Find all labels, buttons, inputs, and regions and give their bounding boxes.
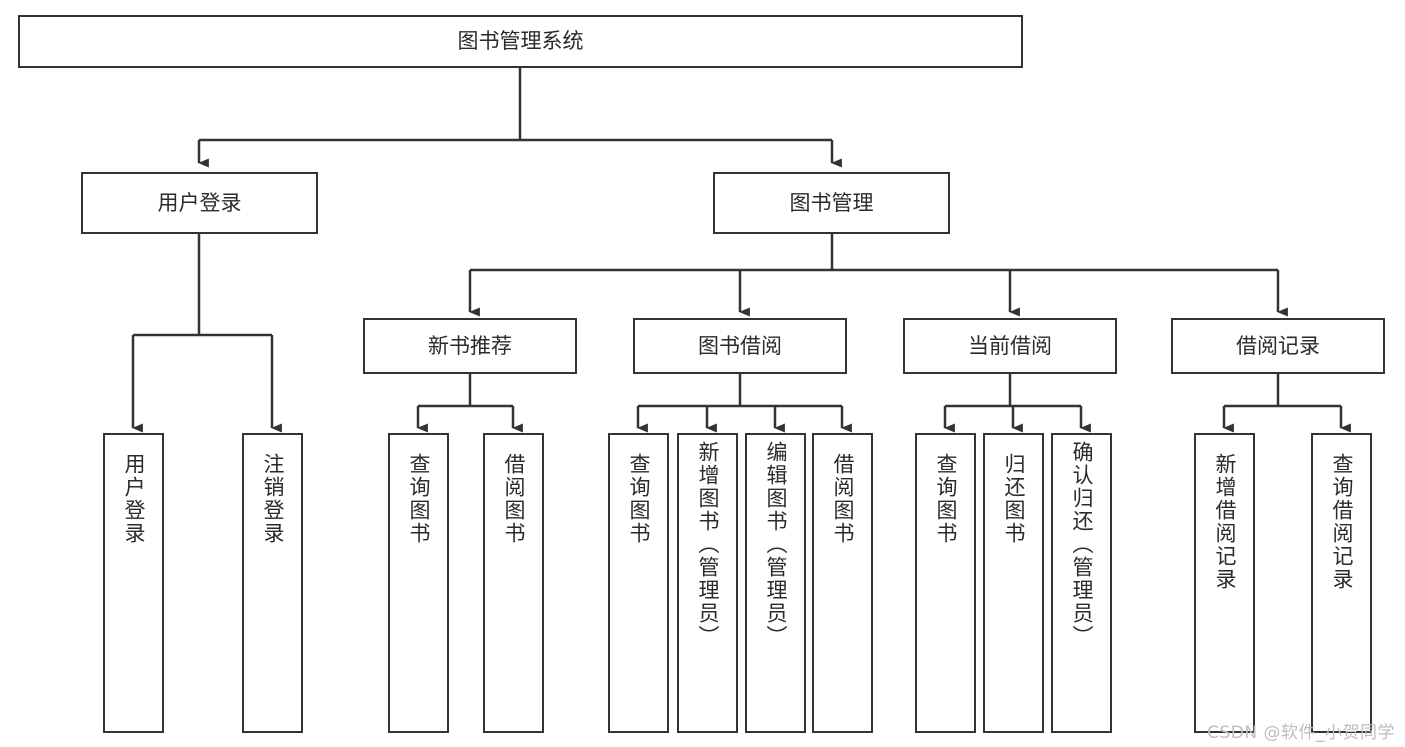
node-current-borrow-label: 当前借阅 — [968, 333, 1052, 358]
node-leaf-edit-book[interactable]: 编辑图书（管理员） — [745, 433, 806, 733]
node-leaf-borrow-book-2-label: 借阅图书 — [831, 453, 855, 545]
node-new-book-rec-label: 新书推荐 — [428, 333, 512, 358]
node-borrow-record-label: 借阅记录 — [1236, 333, 1320, 358]
node-user-login-label: 用户登录 — [157, 190, 242, 215]
node-leaf-query-book-1-label: 查询图书 — [407, 453, 431, 545]
node-leaf-query-book-2[interactable]: 查询图书 — [608, 433, 669, 733]
node-book-borrow[interactable]: 图书借阅 — [633, 318, 847, 374]
node-leaf-add-book[interactable]: 新增图书（管理员） — [677, 433, 738, 733]
node-leaf-edit-book-label: 编辑图书（管理员） — [764, 441, 788, 648]
node-leaf-user-logout-label: 注销登录 — [261, 453, 285, 545]
node-leaf-user-login[interactable]: 用户登录 — [103, 433, 164, 733]
node-leaf-query-book-3[interactable]: 查询图书 — [915, 433, 976, 733]
node-leaf-confirm-return[interactable]: 确认归还（管理员） — [1051, 433, 1112, 733]
node-leaf-query-book-1[interactable]: 查询图书 — [388, 433, 449, 733]
node-book-manage[interactable]: 图书管理 — [713, 172, 950, 234]
node-leaf-return-book-label: 归还图书 — [1002, 453, 1026, 545]
node-leaf-borrow-book-1-label: 借阅图书 — [502, 453, 526, 545]
node-leaf-add-record[interactable]: 新增借阅记录 — [1194, 433, 1255, 733]
node-borrow-record[interactable]: 借阅记录 — [1171, 318, 1385, 374]
node-root-label: 图书管理系统 — [457, 29, 584, 54]
node-leaf-user-logout[interactable]: 注销登录 — [242, 433, 303, 733]
node-leaf-confirm-return-label: 确认归还（管理员） — [1070, 441, 1094, 648]
node-leaf-user-login-label: 用户登录 — [122, 453, 146, 545]
node-leaf-borrow-book-1[interactable]: 借阅图书 — [483, 433, 544, 733]
node-leaf-query-record-label: 查询借阅记录 — [1330, 453, 1354, 591]
node-user-login[interactable]: 用户登录 — [81, 172, 318, 234]
node-book-manage-label: 图书管理 — [789, 190, 874, 215]
node-leaf-query-book-3-label: 查询图书 — [934, 453, 958, 545]
node-leaf-query-book-2-label: 查询图书 — [627, 453, 651, 545]
node-root[interactable]: 图书管理系统 — [18, 15, 1023, 68]
node-book-borrow-label: 图书借阅 — [698, 333, 782, 358]
node-leaf-add-record-label: 新增借阅记录 — [1213, 453, 1237, 591]
node-leaf-borrow-book-2[interactable]: 借阅图书 — [812, 433, 873, 733]
node-new-book-rec[interactable]: 新书推荐 — [363, 318, 577, 374]
node-current-borrow[interactable]: 当前借阅 — [903, 318, 1117, 374]
node-leaf-query-record[interactable]: 查询借阅记录 — [1311, 433, 1372, 733]
node-leaf-add-book-label: 新增图书（管理员） — [696, 441, 720, 648]
node-leaf-return-book[interactable]: 归还图书 — [983, 433, 1044, 733]
